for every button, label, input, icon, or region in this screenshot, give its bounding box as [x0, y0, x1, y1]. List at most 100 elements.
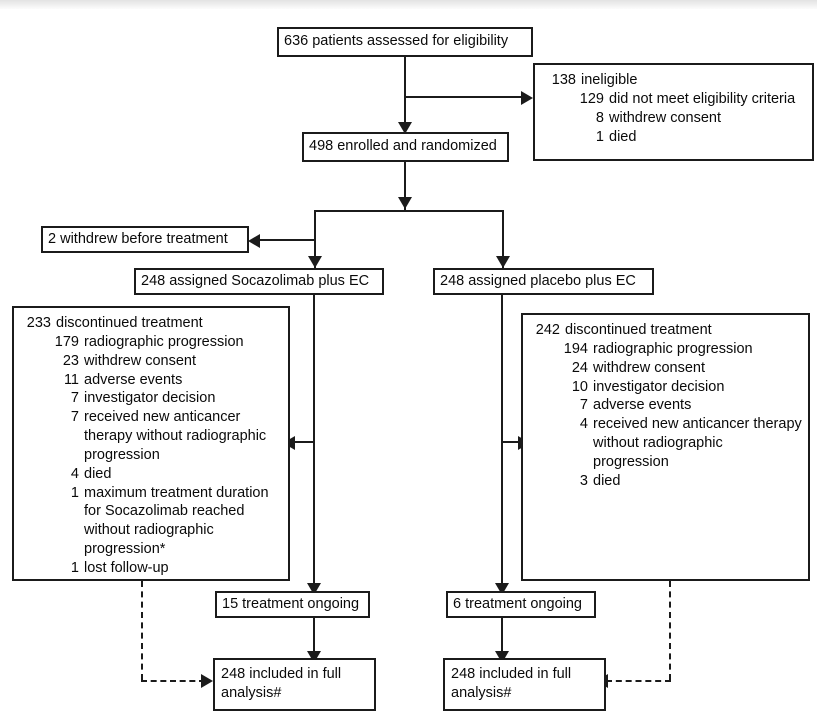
ineligible-item-text: died [609, 128, 637, 145]
ineligible-item: 129 did not meet eligibility criteria [542, 90, 806, 109]
discontinued-left-item-num: 179 [54, 333, 79, 350]
ineligible-item-num: 129 [579, 90, 604, 107]
node-withdrew-before-treatment: 2 withdrew before treatment [41, 226, 249, 253]
discontinued-left-item-num: 23 [62, 352, 79, 369]
dashed-connector-left-horizontal [141, 680, 205, 682]
ineligible-header-num: 138 [551, 72, 576, 88]
discontinued-left-item: 4 died [21, 465, 282, 484]
discontinued-right-item-num: 10 [571, 378, 588, 395]
node-arm-right-assigned: 248 assigned placebo plus EC [433, 268, 654, 295]
analysis-right-line1: 248 included in full [451, 666, 572, 682]
discontinued-right-item: 7 adverse events [530, 396, 802, 415]
node-enrolled-randomized: 498 enrolled and randomized [302, 132, 509, 162]
connector-split-to-right-arm [502, 210, 504, 268]
node-ineligible: 138 ineligible 129 did not meet eligibil… [533, 63, 814, 161]
connector-ongoing-left-to-analysis [313, 618, 315, 663]
discontinued-right-item-num: 24 [571, 359, 588, 376]
discontinued-left-item-num: 1 [70, 484, 79, 501]
discontinued-left-item-num: 4 [70, 465, 79, 482]
analysis-left-line2: analysis# [221, 685, 282, 702]
discontinued-left-item: 1 maximum treatment duration for Socazol… [21, 484, 282, 559]
discontinued-right-header-text: discontinued treatment [565, 322, 712, 338]
discontinued-left-item-num: 11 [63, 371, 79, 388]
discontinued-left-list: 233 discontinued treatment 179 radiograp… [21, 314, 282, 578]
discontinued-left-item-text: radiographic progression [84, 333, 244, 350]
arrowhead-into-left-arm [308, 256, 322, 268]
ineligible-item: 8 withdrew consent [542, 109, 806, 128]
node-ongoing-left: 15 treatment ongoing [215, 591, 370, 618]
discontinued-right-list: 242 discontinued treatment 194 radiograp… [530, 321, 802, 491]
discontinued-right-item-text: adverse events [593, 397, 692, 414]
arrowhead-into-withdrew-before-treatment [248, 234, 260, 248]
discontinued-left-item-text: received new anticancer therapy without … [84, 409, 267, 463]
analysis-left-line1: 248 included in full [221, 666, 342, 682]
node-analysis-left: 248 included in full analysis# [213, 658, 376, 711]
withdrew-before-treatment-label: 2 withdrew before treatment [48, 230, 228, 247]
spine-right-arm [501, 295, 503, 595]
ineligible-list: 138 ineligible 129 did not meet eligibil… [542, 71, 806, 146]
ineligible-header: 138 ineligible [542, 71, 806, 90]
discontinued-right-item-num: 4 [579, 416, 588, 433]
discontinued-left-item: 7 received new anticancer therapy withou… [21, 408, 282, 465]
discontinued-right-item-num: 194 [563, 340, 588, 357]
analysis-right-line2: analysis# [451, 685, 512, 702]
discontinued-right-item-text: received new anticancer therapy without … [593, 416, 802, 470]
ineligible-item-num: 1 [595, 128, 604, 145]
discontinued-right-item-text: radiographic progression [593, 340, 753, 357]
ineligible-header-text: ineligible [581, 72, 638, 88]
node-arm-left-assigned: 248 assigned Socazolimab plus EC [134, 268, 384, 295]
discontinued-right-item-text: died [593, 472, 621, 489]
discontinued-left-item-num: 7 [70, 409, 79, 426]
discontinued-left-item-text: died [84, 465, 112, 482]
arrowhead-dashed-into-analysis-left [201, 674, 213, 688]
enrolled-label: 498 enrolled and randomized [309, 138, 497, 155]
node-discontinued-right: 242 discontinued treatment 194 radiograp… [521, 313, 810, 581]
discontinued-left-header-text: discontinued treatment [56, 315, 203, 331]
discontinued-left-item-num: 1 [70, 559, 79, 576]
discontinued-right-item: 4 received new anticancer therapy withou… [530, 415, 802, 472]
discontinued-right-item-text: investigator decision [593, 378, 725, 395]
discontinued-left-item: 11 adverse events [21, 371, 282, 390]
discontinued-left-header: 233 discontinued treatment [21, 314, 282, 333]
discontinued-left-item-text: withdrew consent [84, 352, 197, 369]
top-gradient-strip [0, 0, 817, 9]
discontinued-right-item: 24 withdrew consent [530, 359, 802, 378]
discontinued-left-item-text: adverse events [84, 371, 183, 388]
ongoing-right-label: 6 treatment ongoing [453, 595, 582, 612]
dashed-connector-left-vertical [141, 581, 143, 680]
discontinued-right-item-num: 7 [579, 397, 588, 414]
connector-ongoing-right-to-analysis [501, 618, 503, 663]
dashed-connector-right-vertical [669, 581, 671, 680]
arrowhead-into-ineligible [521, 91, 533, 105]
discontinued-right-item-text: withdrew consent [593, 359, 706, 376]
discontinued-left-item: 7 investigator decision [21, 389, 282, 408]
ineligible-item-text: did not meet eligibility criteria [609, 90, 796, 107]
discontinued-left-item-text: maximum treatment duration for Socazolim… [84, 484, 269, 558]
discontinued-left-item-text: investigator decision [84, 390, 216, 407]
arrowhead-into-split-bar [398, 197, 412, 209]
assessed-label: 636 patients assessed for eligibility [284, 33, 509, 50]
discontinued-left-item: 1 lost follow-up [21, 559, 282, 578]
discontinued-right-item: 3 died [530, 472, 802, 491]
node-ongoing-right: 6 treatment ongoing [446, 591, 596, 618]
discontinued-right-item-num: 3 [579, 472, 588, 489]
discontinued-right-header-num: 242 [535, 322, 560, 338]
discontinued-left-item-text: lost follow-up [84, 559, 169, 576]
discontinued-right-item: 194 radiographic progression [530, 340, 802, 359]
dashed-connector-right-horizontal [606, 680, 671, 682]
arm-right-assigned-label: 248 assigned placebo plus EC [440, 272, 636, 289]
connector-left-arm-to-discontinued [293, 441, 315, 443]
connector-assessed-to-enrolled [404, 57, 406, 130]
arrowhead-into-enrolled [398, 122, 412, 134]
node-discontinued-left: 233 discontinued treatment 179 radiograp… [12, 306, 290, 581]
discontinued-left-item: 179 radiographic progression [21, 333, 282, 352]
connector-enrolled-to-split [404, 162, 406, 210]
split-bar [314, 210, 504, 212]
arrowhead-into-right-arm [496, 256, 510, 268]
arm-left-assigned-label: 248 assigned Socazolimab plus EC [141, 272, 370, 289]
connector-to-withdrew-before-treatment [258, 239, 316, 241]
ongoing-left-label: 15 treatment ongoing [222, 595, 360, 612]
spine-left-arm [313, 295, 315, 595]
node-analysis-right: 248 included in full analysis# [443, 658, 606, 711]
discontinued-left-item-num: 7 [70, 390, 79, 407]
